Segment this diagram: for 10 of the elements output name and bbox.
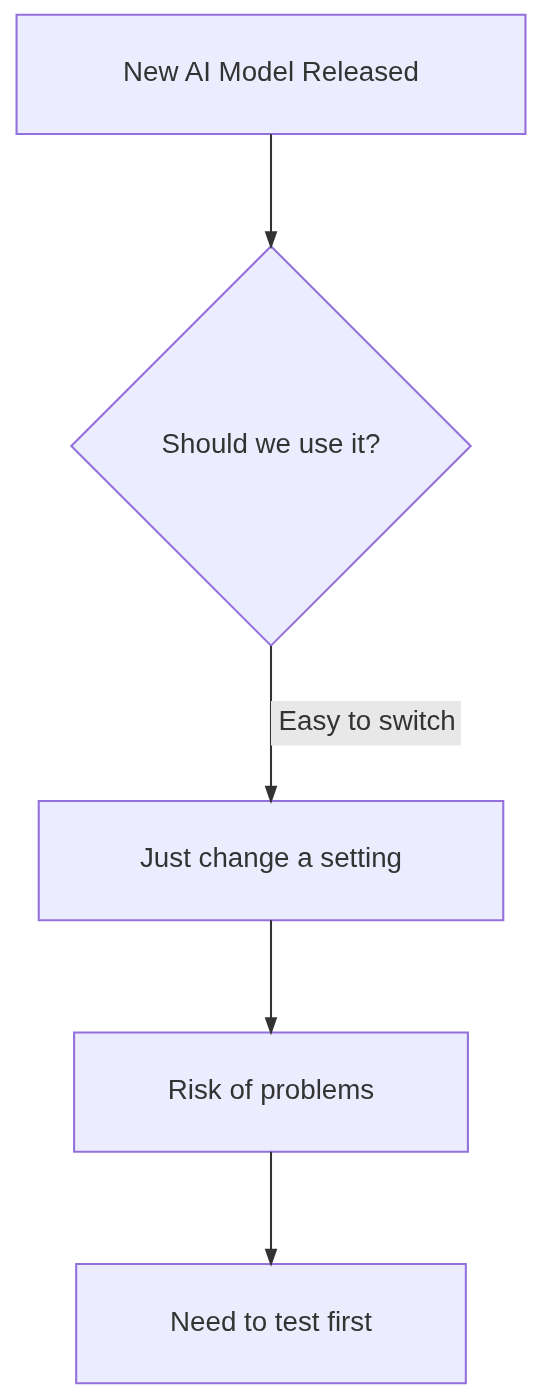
arrow (264, 920, 278, 1036)
arrow (264, 1151, 278, 1267)
node-box: Need to test first (75, 1263, 467, 1385)
arrow (264, 646, 278, 804)
node-box: New AI Model Released (15, 13, 527, 135)
node-box: Risk of problems (73, 1031, 469, 1153)
node-diamond: Should we use it? (69, 244, 473, 648)
arrow (264, 134, 278, 250)
edge-label: Easy to switch (278, 705, 456, 737)
node-box: Just change a setting (37, 799, 505, 922)
